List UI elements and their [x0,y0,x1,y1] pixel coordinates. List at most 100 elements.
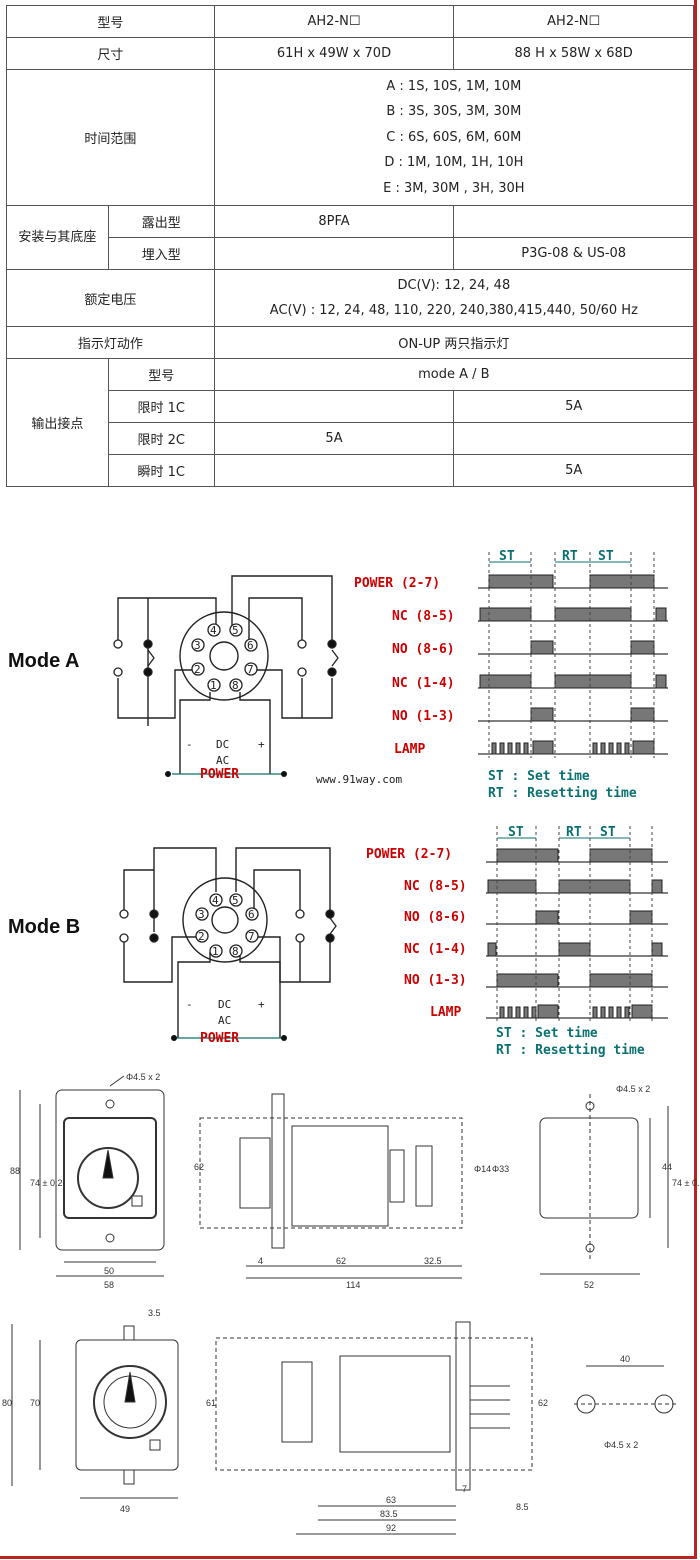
dim-d63: 63 [386,1495,396,1505]
watermark: www.91way.com [316,773,402,786]
spec-table: 型号 AH2-N☐ AH2-N☐ 尺寸 61H x 49W x 70D 88 H… [6,5,695,487]
dim-d62: 62 [336,1256,346,1266]
size-b: 88 H x 58W x 68D [453,37,694,70]
out-model-value: mode A / B [213,358,695,391]
voltage-dc: DC(V): 12, 24, 48 [397,277,511,293]
mode-b-dc: DC [218,998,231,1011]
mode-a-contacts [113,639,339,677]
mode-a-rt: RT [562,549,578,564]
voltage-ac: AC(V) : 12, 24, 48, 110, 220, 240,380,41… [269,303,638,318]
mode-a-pins [191,623,258,692]
mode-a-diagram: Mode A 1 2 3 4 5 6 7 8 - + DC AC POWER [8,549,668,801]
time-label: 时间范围 [6,69,215,206]
mode-a-power: POWER [200,767,239,782]
time-range-d: D : 1M, 10M, 1H, 10H [384,155,524,171]
inst-label: 瞬时 1C [107,454,215,487]
dim-w50: 50 [104,1266,114,1276]
mode-a-signal-labels: POWER (2-7) NC (8-5) NO (8-6) NC (1-4) N… [354,576,455,757]
time-range-e: E : 3M, 30M , 3H, 30H [383,180,525,196]
dim-w40: 40 [620,1354,630,1364]
dim-d835: 83.5 [380,1509,398,1519]
dim-h61: 61 [206,1398,216,1408]
pin-b-7: 7 [248,930,255,943]
mode-a-legend-rt: RT : Resetting time [488,786,637,801]
dim-w52: 52 [584,1280,594,1290]
pin-5: 5 [232,624,239,637]
flush-b: P3G-08 & US-08 [453,237,694,270]
dim-h62b: 62 [538,1398,548,1408]
mode-a-timing [478,574,668,755]
model-label: 型号 [6,5,215,38]
inst-a [213,454,455,487]
inst-b: 5A [453,454,694,487]
mode-b-power: POWER [200,1031,239,1046]
mode-b-diagram: Mode B 1 2 3 4 5 6 7 8 - + DC AC POWER [8,825,668,1058]
pin-b-6: 6 [248,908,255,921]
pin-6: 6 [247,639,254,652]
size-a: 61H x 49W x 70D [213,37,455,70]
mode-a-ac: AC [216,754,229,767]
size-label: 尺寸 [6,37,215,70]
panel-cutout [574,1365,676,1414]
mode-a-wiring [117,575,333,774]
mode-b-wiring [123,847,331,1038]
dim-h88: 88 [10,1166,20,1176]
side-view-2 [215,1321,533,1535]
mode-a-minus: - [186,738,193,751]
mode-a-legend-st: ST : Set time [488,769,590,784]
front-view-1 [19,1075,165,1277]
dimension-drawings: Φ4.5 x 2 88 74 ± 0.2 50 58 62 4 62 32.5 … [2,1072,700,1535]
dim-d92: 92 [386,1523,396,1533]
pin-3: 3 [194,639,201,652]
dim-hole-1: Φ4.5 x 2 [126,1072,160,1082]
mode-b-title: Mode B [8,916,80,938]
dim-d325: 32.5 [424,1256,442,1266]
back-view-1 [539,1094,669,1275]
dim-d4: 4 [258,1256,263,1266]
model-a: AH2-N☐ [213,5,455,38]
mode-b-plus: + [258,998,265,1011]
timed2-b [453,422,694,455]
timed1-b: 5A [453,390,694,423]
mode-b-ac: AC [218,1014,231,1027]
signal-b-no-1-3: NO (1-3) [404,973,467,988]
mode-a-plus: + [258,738,265,751]
signal-b-power: POWER (2-7) [366,847,452,862]
mode-b-contacts [119,909,337,943]
surface-a: 8PFA [213,205,455,238]
side-view-1 [199,1093,463,1279]
dim-h74: 74 ± 0.2 [30,1178,62,1188]
dim-w58: 58 [104,1280,114,1290]
voltage-values: DC(V): 12, 24, 48 AC(V) : 12, 24, 48, 11… [213,269,695,327]
pin-8: 8 [232,679,239,692]
time-range-b: B : 3S, 30S, 3M, 30M [386,104,522,120]
dim-h74b: 74 ± 0.2 [672,1178,700,1188]
mode-b-legend-st: ST : Set time [496,1026,598,1041]
pin-4: 4 [210,624,217,637]
mode-b-st-1: ST [508,825,524,840]
dim-d85: 8.5 [516,1502,529,1512]
mode-b-legend-rt: RT : Resetting time [496,1043,645,1058]
pin-1: 1 [210,679,217,692]
mount-label: 安装与其底座 [6,205,109,270]
dim-d114: 114 [346,1280,360,1290]
signal-b-no-8-6: NO (8-6) [404,910,467,925]
front-view-2 [11,1324,179,1499]
timed2-label: 限时 2C [107,422,215,455]
dim-hole-3: Φ4.5 x 2 [604,1440,638,1450]
dim-h80: 80 [2,1398,12,1408]
pin-b-2: 2 [198,930,205,943]
signal-nc-1-4: NC (1-4) [392,676,455,691]
pin-b-8: 8 [232,945,239,958]
pin-b-1: 1 [212,945,219,958]
mode-a-dc: DC [216,738,229,751]
voltage-label: 额定电压 [6,269,215,327]
dim-w49: 49 [120,1504,130,1514]
surface-b [453,205,694,238]
mode-a-st-2: ST [598,549,614,564]
mode-b-st-2: ST [600,825,616,840]
mode-b-rt: RT [566,825,582,840]
dim-h62: 62 [194,1162,204,1172]
signal-nc-8-5: NC (8-5) [392,609,455,624]
